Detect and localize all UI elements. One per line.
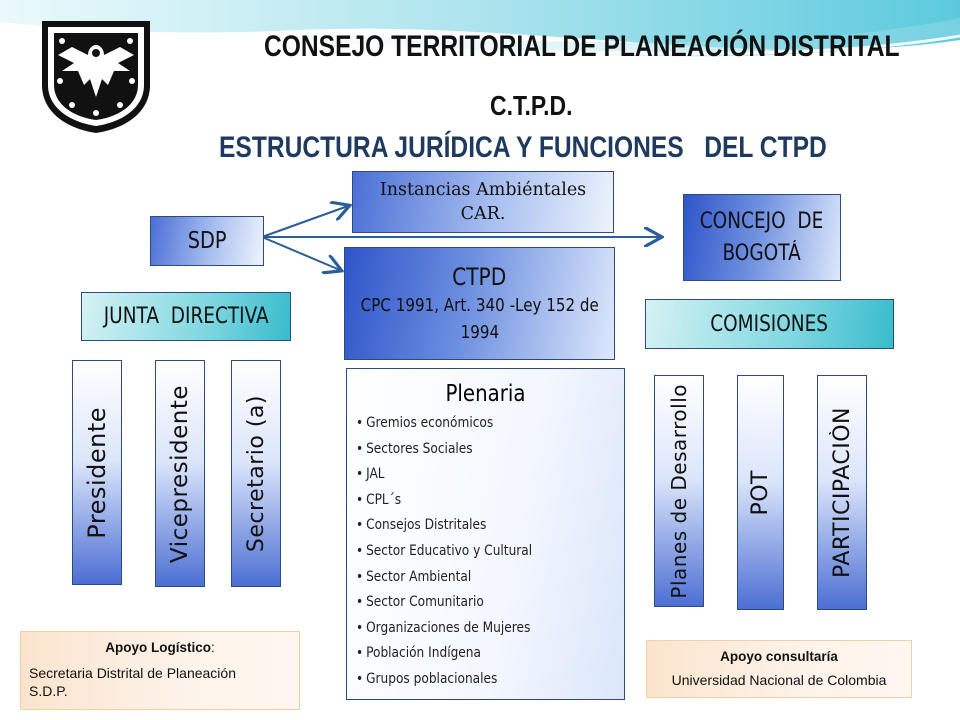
bullet-icon: •: [356, 491, 364, 508]
bullet-icon: •: [356, 466, 364, 483]
plenaria-item-label: CPL´s: [366, 491, 402, 508]
apoyo-consultaria-box: Apoyo consultaría Universidad Nacional d…: [646, 640, 912, 698]
ctpd-box: CTPD CPC 1991, Art. 340 -Ley 152 de 1994: [344, 247, 615, 360]
plenaria-item-label: JAL: [366, 466, 385, 483]
apoyo-consultaria-label: Apoyo consultaría: [720, 649, 838, 664]
plenaria-item-label: Sector Educativo y Cultural: [366, 542, 533, 559]
plenaria-box: Plenaria •Gremios económicos•Sectores So…: [346, 368, 625, 700]
comision-pot: POT: [737, 375, 784, 610]
bullet-icon: •: [356, 440, 364, 457]
apoyo-logistico-label: Apoyo Logístico: [105, 640, 211, 655]
plenaria-list-item: •Población Indígena: [356, 641, 625, 667]
junta-directiva-label: JUNTA DIRECTIVA: [103, 304, 269, 329]
plenaria-item-label: Gremios económicos: [366, 415, 494, 431]
apoyo-logistico-box: Apoyo Logístico: Secretaria Distrital de…: [20, 631, 300, 710]
title-line-1: CONSEJO TERRITORIAL DE PLANEACIÓN DISTRI…: [264, 30, 900, 63]
ctpd-sub-line-2: 1994: [460, 321, 499, 343]
bullet-icon: •: [356, 670, 364, 687]
plenaria-title: Plenaria: [445, 381, 526, 407]
comisiones-box: COMISIONES: [645, 299, 894, 349]
bullet-icon: •: [356, 415, 364, 431]
plenaria-list-item: •Sector Educativo y Cultural: [356, 539, 625, 565]
ctpd-sub-line-1: CPC 1991, Art. 340 -Ley 152 de: [360, 294, 599, 316]
apoyo-logistico-colon: :: [210, 640, 215, 655]
plenaria-item-label: Población Indígena: [366, 645, 481, 662]
plenaria-list-item: •CPL´s: [356, 488, 625, 514]
sdp-label: SDP: [187, 228, 227, 254]
bullet-icon: •: [356, 619, 364, 636]
comisiones-label: COMISIONES: [710, 311, 829, 337]
concejo-line-1: CONCEJO DE: [700, 208, 824, 234]
junta-member-label: Presidente: [83, 406, 111, 539]
plenaria-list-item: •Grupos poblacionales: [356, 667, 625, 693]
junta-member-presidente: Presidente: [72, 360, 122, 585]
plenaria-item-label: Consejos Distritales: [366, 517, 487, 534]
apoyo-logistico-heading: Apoyo Logístico:: [21, 640, 299, 655]
apoyo-consultaria-text: Universidad Nacional de Colombia: [671, 672, 887, 688]
comision-participacion: PARTICIPACIÒN: [817, 375, 867, 610]
plenaria-list-item: •Organizaciones de Mujeres: [356, 616, 625, 642]
plenaria-list: •Gremios económicos•Sectores Sociales•JA…: [356, 411, 625, 693]
bullet-icon: •: [356, 645, 364, 662]
bullet-icon: •: [356, 517, 364, 534]
junta-member-label: Vicepresidente: [167, 384, 193, 563]
plenaria-item-label: Organizaciones de Mujeres: [366, 619, 531, 636]
title-line-3: ESTRUCTURA JURÍDICA Y FUNCIONES DEL CTPD: [219, 131, 827, 164]
comision-planes-desarrollo: Planes de Desarrollo: [654, 375, 704, 607]
apoyo-logistico-line-1: Secretaria Distrital de Planeación: [29, 665, 236, 681]
plenaria-item-label: Sector Ambiental: [366, 568, 472, 585]
plenaria-item-label: Sectores Sociales: [366, 440, 473, 457]
plenaria-item-label: Sector Comunitario: [366, 594, 484, 611]
instancias-ambientales-box: Instancias Ambiéntales CAR.: [352, 171, 614, 233]
junta-member-secretario: Secretario (a): [231, 360, 281, 587]
eagle-coat-of-arms-icon: [42, 21, 150, 133]
arrow-sdp-to-instancias: [261, 206, 348, 238]
comision-label: Planes de Desarrollo: [667, 383, 691, 599]
bullet-icon: •: [356, 568, 364, 585]
coat-of-arms-logo: [34, 15, 158, 135]
junta-member-label: Secretario (a): [243, 394, 269, 553]
apoyo-logistico-line-2: S.D.P.: [29, 683, 68, 699]
plenaria-list-item: •Sector Comunitario: [356, 590, 625, 616]
instancias-line-2: CAR.: [460, 204, 506, 224]
concejo-bogota-box: CONCEJO DE BOGOTÁ: [683, 194, 841, 281]
title-line-2: C.T.P.D.: [490, 90, 573, 121]
plenaria-list-item: •JAL: [356, 462, 625, 488]
arrow-sdp-to-ctpd: [261, 236, 340, 270]
concejo-line-2: BOGOTÁ: [722, 240, 802, 266]
junta-member-vicepresidente: Vicepresidente: [155, 360, 205, 587]
sdp-box: SDP: [150, 216, 264, 266]
comision-label: POT: [748, 469, 773, 516]
ctpd-title: CTPD: [452, 262, 507, 291]
instancias-line-1: Instancias Ambiéntales: [379, 180, 587, 200]
bullet-icon: •: [356, 542, 364, 559]
header-swoosh: [0, 0, 960, 60]
junta-directiva-box: JUNTA DIRECTIVA: [81, 292, 291, 341]
bullet-icon: •: [356, 594, 364, 611]
comision-label: PARTICIPACIÒN: [829, 406, 855, 579]
plenaria-list-item: •Gremios económicos: [356, 411, 625, 437]
plenaria-list-item: •Sector Ambiental: [356, 565, 625, 591]
plenaria-item-label: Grupos poblacionales: [366, 670, 498, 687]
plenaria-list-item: •Sectores Sociales: [356, 437, 625, 463]
plenaria-list-item: •Consejos Distritales: [356, 513, 625, 539]
